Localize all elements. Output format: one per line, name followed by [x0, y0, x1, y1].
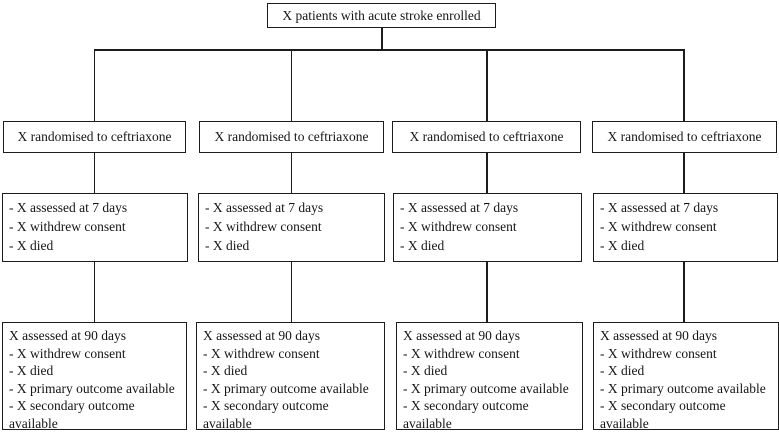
day90-line: - X primary outcome available: [600, 380, 766, 396]
day90-line: - X secondary outcome: [600, 398, 726, 413]
day7-line: - X died: [400, 238, 445, 253]
randomised-label-4: X randomised to ceftriaxone: [607, 129, 762, 144]
day90-line: - X secondary outcome: [203, 398, 329, 413]
randomised-label-2: X randomised to ceftriaxone: [214, 129, 369, 144]
day7-line: - X withdrew consent: [9, 219, 126, 234]
day90-line: - X withdrew consent: [9, 345, 126, 361]
day90-line: X assessed at 90 days: [403, 328, 520, 343]
day90-line: available: [9, 415, 58, 430]
day90-line: X assessed at 90 days: [600, 328, 717, 343]
day90-line: - X primary outcome available: [203, 380, 369, 396]
day90-line: available: [600, 415, 649, 430]
connector-mid-4: [683, 152, 685, 194]
day90-box-2: X assessed at 90 days - X withdrew conse…: [196, 322, 385, 430]
day7-box-3: - X assessed at 7 days - X withdrew cons…: [393, 193, 582, 262]
randomised-label-1: X randomised to ceftriaxone: [17, 129, 172, 144]
day90-line: - X died: [203, 363, 248, 378]
connector-mid-2: [290, 152, 292, 194]
day90-line: - X died: [9, 363, 54, 378]
connector-low-3: [486, 261, 488, 323]
connector-mid-3: [486, 152, 488, 194]
day90-line: X assessed at 90 days: [203, 328, 320, 343]
connector-drop-1: [93, 49, 95, 122]
randomised-box-3: X randomised to ceftriaxone: [392, 121, 581, 153]
connector-mid-1: [93, 152, 95, 194]
day90-line: - X secondary outcome: [403, 398, 529, 413]
randomised-box-2: X randomised to ceftriaxone: [199, 121, 384, 153]
connector-low-4: [683, 261, 685, 323]
connector-stem: [381, 28, 383, 50]
connector-drop-2: [290, 49, 292, 122]
day90-line: - X primary outcome available: [403, 380, 569, 396]
day90-line: - X primary outcome available: [9, 380, 175, 396]
day7-line: - X withdrew consent: [600, 219, 717, 234]
day7-line: - X assessed at 7 days: [600, 200, 719, 215]
day90-line: - X secondary outcome: [9, 398, 135, 413]
day7-line: - X died: [9, 238, 54, 253]
day7-line: - X died: [600, 238, 645, 253]
day7-line: - X withdrew consent: [400, 219, 517, 234]
day90-box-3: X assessed at 90 days - X withdrew conse…: [396, 322, 583, 430]
day90-line: - X withdrew consent: [600, 345, 717, 361]
connector-drop-4: [683, 49, 685, 122]
day90-line: - X died: [403, 363, 448, 378]
day7-line: - X withdrew consent: [205, 219, 322, 234]
randomised-label-3: X randomised to ceftriaxone: [409, 129, 564, 144]
day7-line: - X assessed at 7 days: [205, 200, 324, 215]
day90-box-1: X assessed at 90 days - X withdrew conse…: [2, 322, 187, 430]
day7-line: - X died: [205, 238, 250, 253]
enrolled-label: X patients with acute stroke enrolled: [282, 7, 481, 23]
randomised-box-4: X randomised to ceftriaxone: [592, 121, 777, 153]
day90-line: - X withdrew consent: [403, 345, 520, 361]
randomised-box-1: X randomised to ceftriaxone: [3, 121, 186, 153]
connector-drop-3: [486, 49, 488, 122]
connector-hbar: [94, 49, 684, 51]
day90-line: available: [403, 415, 452, 430]
day90-box-4: X assessed at 90 days - X withdrew conse…: [593, 322, 779, 430]
connector-low-2: [290, 261, 292, 323]
day7-line: - X assessed at 7 days: [400, 200, 519, 215]
day90-line: available: [203, 415, 252, 430]
day7-box-4: - X assessed at 7 days - X withdrew cons…: [593, 193, 778, 262]
day90-line: - X died: [600, 363, 645, 378]
day90-line: X assessed at 90 days: [9, 328, 126, 343]
day7-box-2: - X assessed at 7 days - X withdrew cons…: [198, 193, 385, 262]
day90-line: - X withdrew consent: [203, 345, 320, 361]
day7-box-1: - X assessed at 7 days - X withdrew cons…: [2, 193, 188, 262]
connector-low-1: [93, 261, 95, 323]
enrolled-box: X patients with acute stroke enrolled: [267, 3, 496, 28]
day7-line: - X assessed at 7 days: [9, 200, 128, 215]
